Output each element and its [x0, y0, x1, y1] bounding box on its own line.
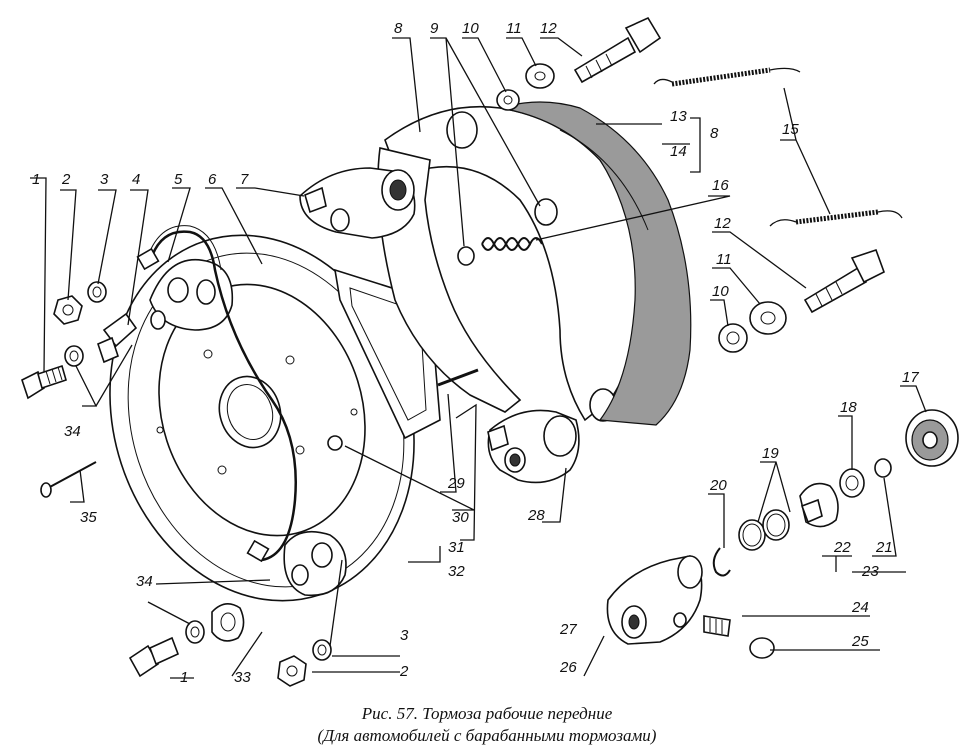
callout-3-upper: 3: [100, 171, 109, 188]
callout-2-upper: 2: [61, 171, 71, 188]
seal-19: [738, 509, 790, 551]
callout-18: 18: [840, 399, 857, 416]
lock-washer-3-upper: [87, 281, 107, 303]
eccentric-pin-12-upper: [573, 16, 662, 84]
washer-10-lower: [718, 323, 748, 353]
callout-17: 17: [902, 369, 919, 386]
callout-12-upper: 12: [540, 20, 557, 37]
pin-35: [40, 461, 97, 498]
washer-34-lower: [185, 620, 205, 644]
leader-lines: [30, 37, 927, 679]
spring-15-lower: [769, 209, 903, 227]
figure-caption-subtitle: (Для автомобилей с барабанными тормозами…: [317, 726, 657, 745]
spring-15-upper: [653, 67, 801, 87]
boot-17: [905, 409, 959, 467]
callout-12-lower: 12: [714, 215, 731, 232]
callout-3-lower: 3: [400, 627, 409, 644]
cap-25: [749, 637, 775, 659]
bolt-1-upper: [21, 364, 67, 400]
callout-24: 24: [851, 599, 869, 616]
callout-31: 31: [448, 539, 465, 556]
bushing-33: [211, 603, 245, 642]
callout-22: 22: [833, 539, 851, 556]
piston-22: [799, 482, 839, 528]
callout-11-upper: 11: [506, 20, 522, 37]
callout-8-assembly: 8: [710, 125, 719, 142]
spring-16: [481, 237, 543, 251]
brake-pipe: [136, 225, 297, 563]
figure-caption-title: Рис. 57. Тормоза рабочие передние: [361, 704, 613, 723]
callout-33: 33: [234, 669, 251, 686]
callout-15: 15: [782, 121, 799, 138]
callout-16: 16: [712, 177, 729, 194]
washer-10-upper: [496, 89, 520, 111]
backing-plate: [109, 234, 415, 602]
callout-7: 7: [240, 171, 249, 188]
callout-14: 14: [670, 143, 687, 160]
nut-2-lower: [277, 655, 307, 687]
bleeder-valve-24: [703, 615, 731, 637]
callout-5: 5: [174, 171, 183, 188]
callout-19: 19: [762, 445, 779, 462]
eccentric-pin-12-lower: [803, 248, 885, 314]
callout-20: 20: [709, 477, 727, 494]
stud-29: [437, 368, 479, 387]
callout-26: 26: [559, 659, 577, 676]
callout-9: 9: [430, 20, 439, 37]
piston-ring-18: [839, 468, 865, 498]
callout-11-lower: 11: [716, 251, 732, 268]
callout-13: 13: [670, 108, 687, 125]
callout-35: 35: [80, 509, 97, 526]
callout-25: 25: [851, 633, 869, 650]
wheel-cylinder-upper: [299, 167, 416, 239]
washer-11-lower: [749, 301, 787, 335]
washer-34-upper: [64, 345, 84, 367]
callout-28: 28: [527, 507, 545, 524]
retaining-ring-20: [712, 547, 731, 577]
callout-10-upper: 10: [462, 20, 479, 37]
cup-21: [874, 458, 892, 478]
callout-34-lower: 34: [136, 573, 153, 590]
lock-washer-3-lower: [312, 639, 332, 661]
callout-10-lower: 10: [712, 283, 729, 300]
callout-labels: 1 2 3 4 5 6 7 8 9 10 11 12 13 8 14 15 16…: [32, 20, 919, 686]
callout-27: 27: [559, 621, 577, 638]
callout-6: 6: [208, 171, 217, 188]
callout-1-lower: 1: [180, 669, 188, 686]
callout-29: 29: [447, 475, 465, 492]
brake-shoe-lining: [499, 101, 692, 426]
wheel-cylinder-lower: [487, 409, 580, 484]
callout-30: 30: [452, 509, 469, 526]
nut-2-upper: [53, 295, 83, 325]
washer-11-upper: [525, 63, 555, 89]
callout-21: 21: [875, 539, 893, 556]
callout-8-shoe: 8: [394, 20, 403, 37]
callout-34-upper: 34: [64, 423, 81, 440]
callout-2-lower: 2: [399, 663, 409, 680]
bolt-1-lower: [128, 636, 180, 678]
callout-32: 32: [448, 563, 465, 580]
callout-1-upper: 1: [32, 171, 40, 188]
wheel-cylinder-body-26: [606, 555, 703, 645]
callout-4: 4: [132, 171, 140, 188]
callout-23: 23: [861, 563, 879, 580]
